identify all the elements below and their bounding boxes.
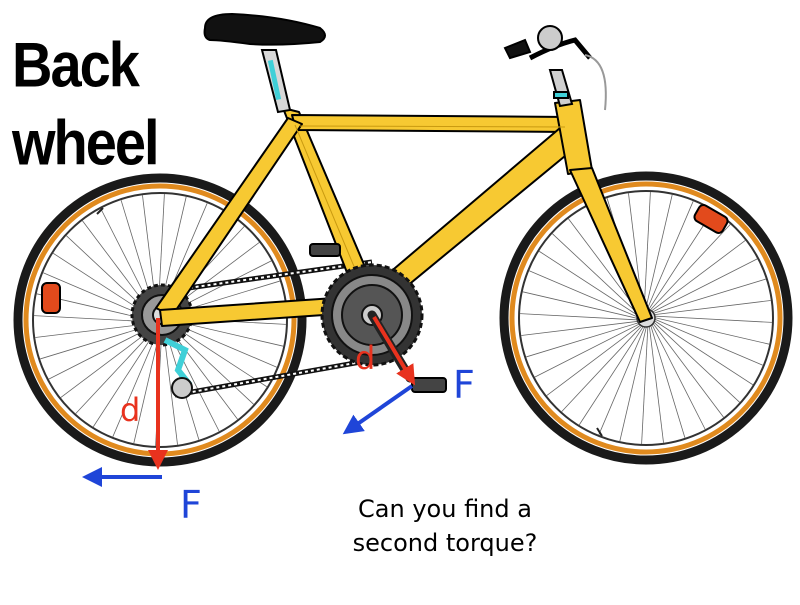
spoke	[639, 312, 763, 366]
spoke	[645, 309, 686, 438]
back-reflector	[41, 282, 61, 314]
spoke	[642, 310, 724, 418]
bike-frame	[155, 99, 653, 327]
distance-label-pedal: d	[355, 339, 376, 377]
spoke	[522, 291, 654, 323]
question-line-2: second torque?	[352, 529, 538, 557]
spoke	[561, 313, 654, 412]
spoke	[646, 310, 664, 443]
spoke	[619, 310, 651, 442]
spoke	[644, 309, 706, 430]
front-reflector	[693, 204, 729, 234]
spoke	[526, 317, 655, 358]
saddle	[203, 12, 326, 114]
handlebars	[503, 25, 607, 111]
rear-derailleur	[163, 337, 193, 399]
spoke	[638, 314, 772, 323]
spoke	[538, 250, 652, 325]
title-line-back: Back	[12, 29, 140, 101]
spoke	[637, 278, 766, 319]
chain	[159, 259, 373, 398]
spoke	[598, 311, 652, 435]
spoke	[637, 258, 758, 320]
distance-arrow-pedal	[372, 315, 416, 386]
spoke	[640, 311, 754, 386]
spoke	[578, 312, 653, 426]
question-text: Can you find a second torque?	[320, 492, 570, 560]
spoke	[638, 313, 770, 345]
spoke	[638, 300, 771, 318]
spoke	[640, 201, 694, 325]
spoke	[641, 310, 740, 403]
spoke	[534, 316, 655, 378]
pedal	[309, 243, 447, 393]
title-line-wheel: wheel	[12, 107, 160, 179]
spoke	[638, 224, 731, 323]
spoke	[529, 270, 653, 324]
distance-label-back: d	[120, 391, 141, 429]
spoke	[639, 210, 714, 324]
spoke	[520, 313, 654, 322]
spoke	[546, 314, 654, 396]
spoke	[638, 240, 746, 322]
force-label-pedal: F	[453, 363, 475, 407]
force-label-back: F	[180, 483, 202, 527]
force-arrow-pedal	[342, 384, 414, 435]
question-line-1: Can you find a	[358, 495, 532, 523]
spoke	[641, 310, 650, 444]
spoke	[521, 318, 654, 336]
